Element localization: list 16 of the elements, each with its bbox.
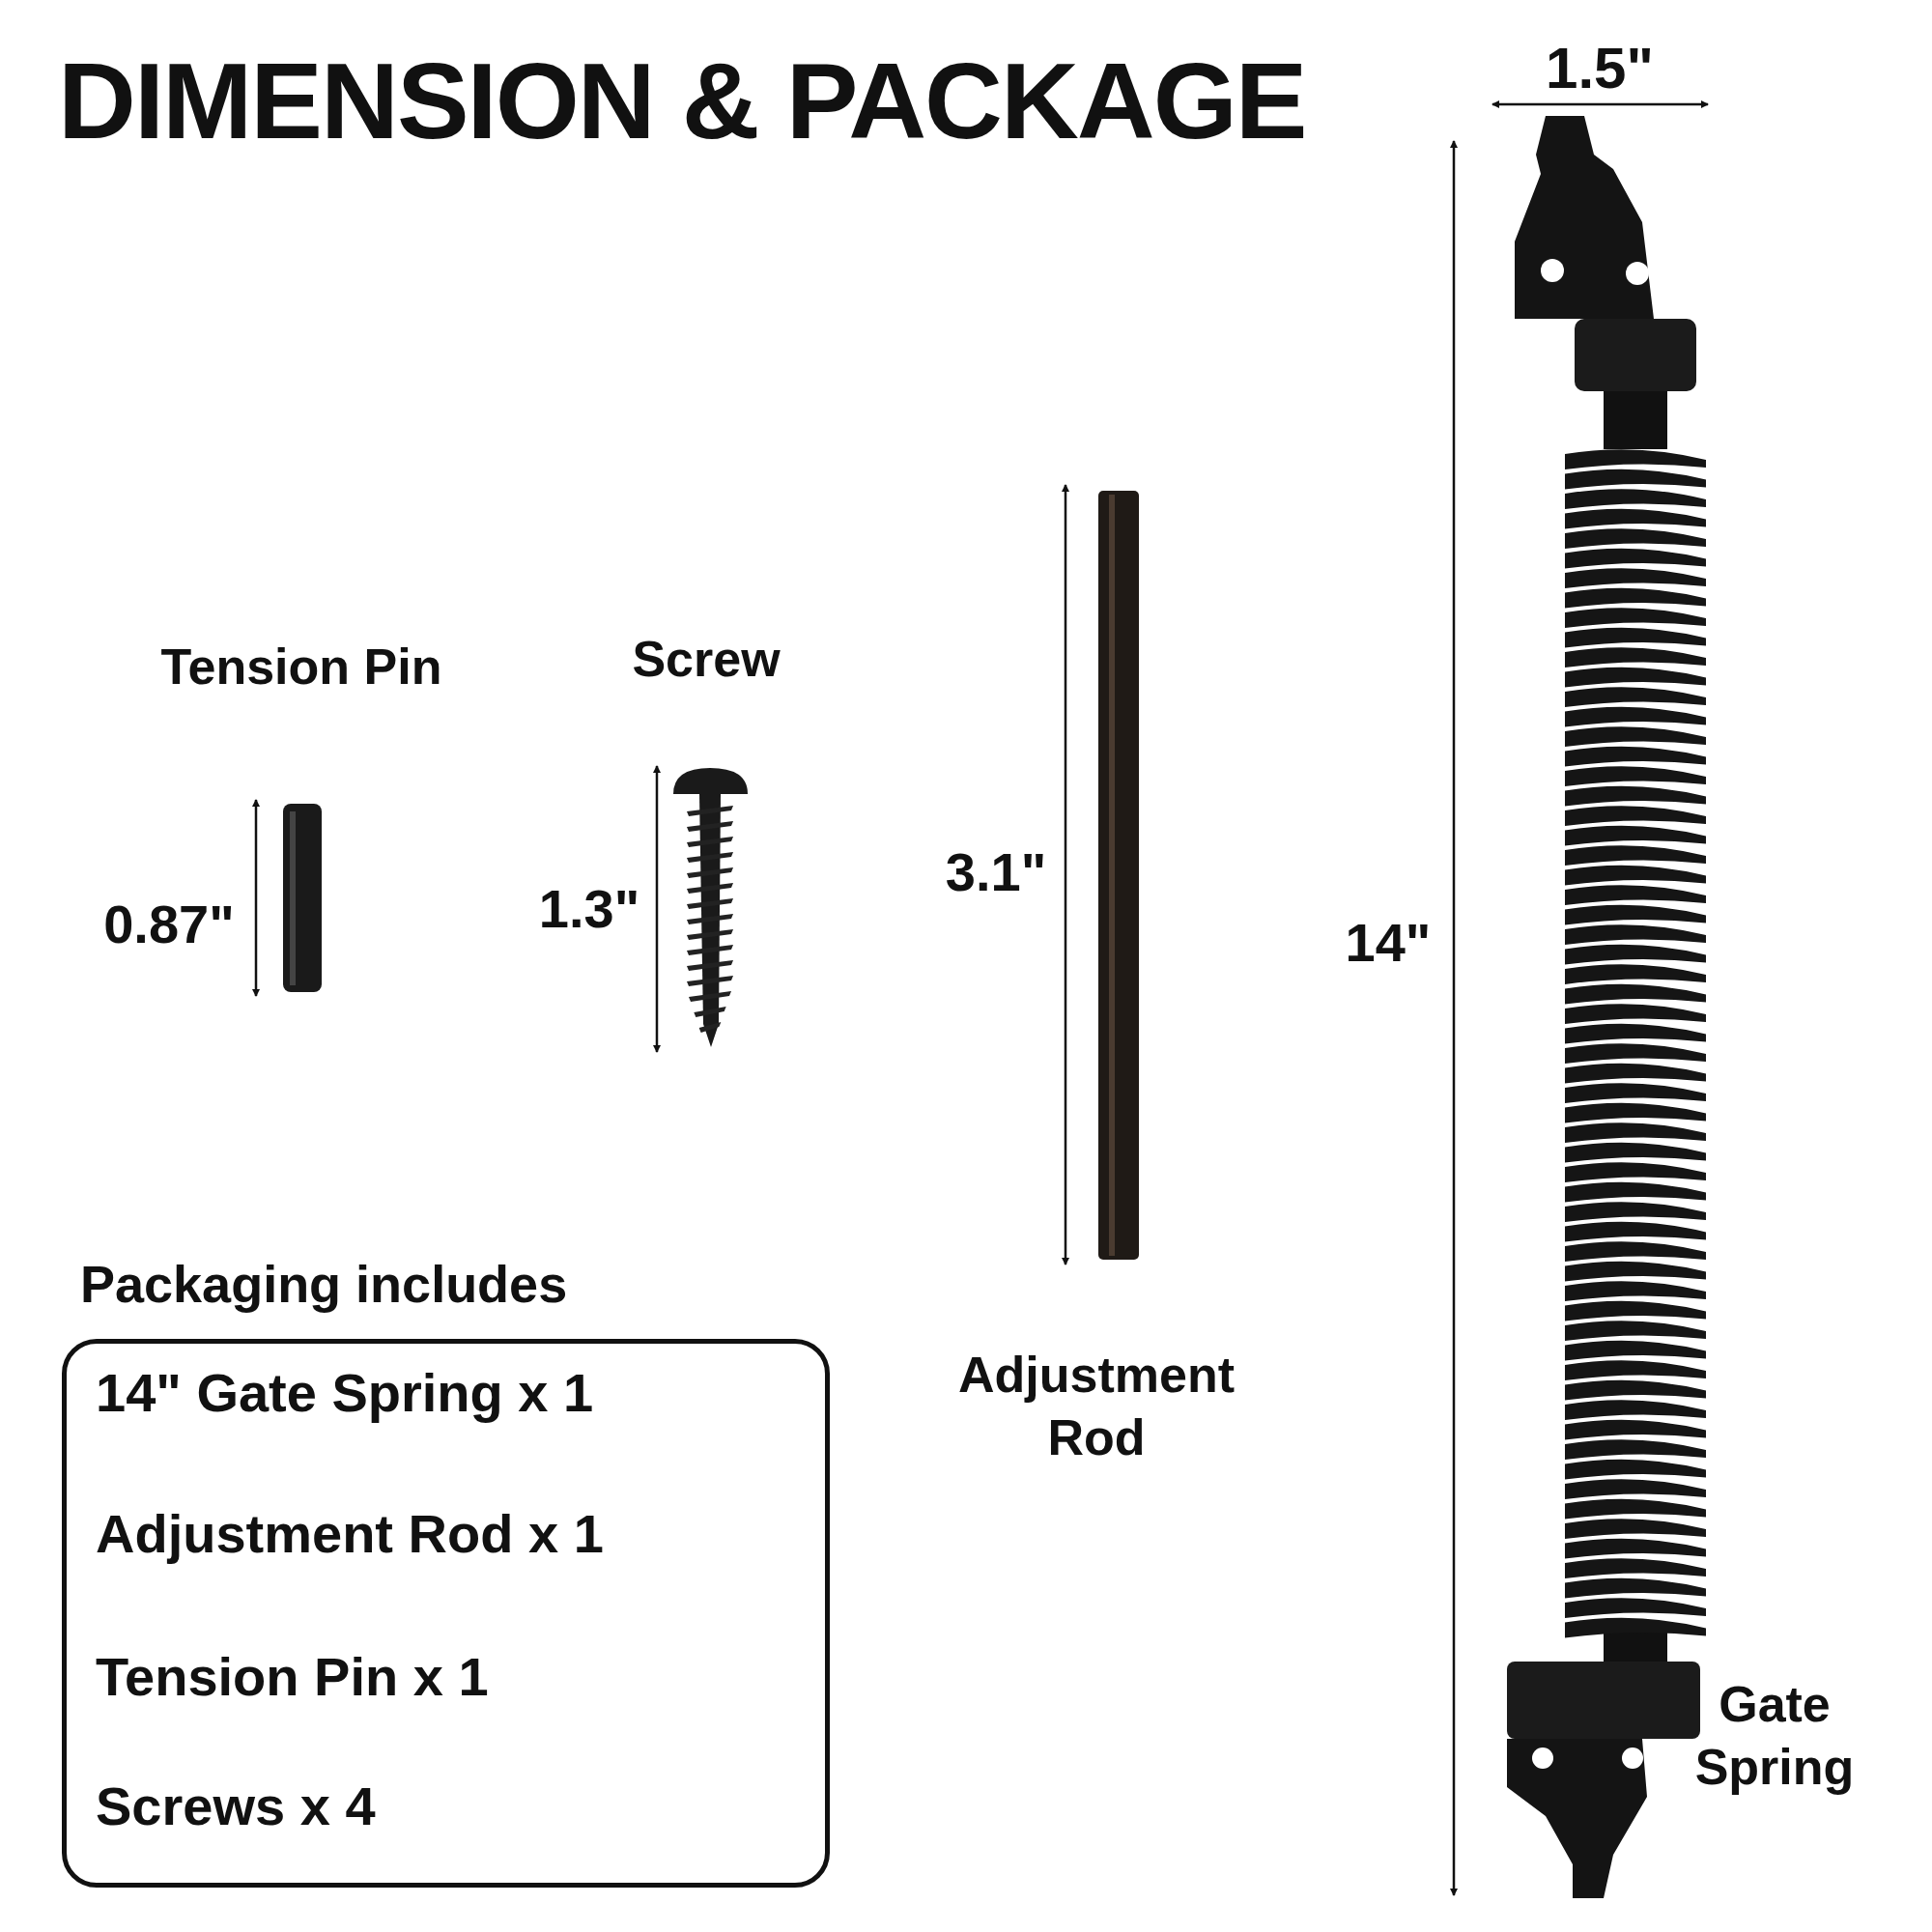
list-item: 14" Gate Spring x 1 [96,1361,594,1424]
dimension-label: 1.3" [538,877,640,941]
dimension-label: 0.87" [103,893,235,956]
part-label: Screw [632,629,781,689]
part-label: Gate Spring [1693,1675,1856,1797]
list-heading: Packaging includes [80,1254,568,1314]
list-item: Screws x 4 [96,1775,376,1837]
dimension-label: 1.5" [1546,34,1654,102]
page-title: DIMENSION & PACKAGE [58,40,1306,163]
list-item: Tension Pin x 1 [96,1645,489,1708]
list-item: Adjustment Rod x 1 [96,1502,604,1565]
dimension-label: 14" [1345,911,1432,975]
package-list-box [62,1339,830,1888]
part-label: Adjustment Rod [957,1346,1236,1467]
dimension-label: 3.1" [945,840,1047,904]
part-label: Tension Pin [160,637,442,696]
